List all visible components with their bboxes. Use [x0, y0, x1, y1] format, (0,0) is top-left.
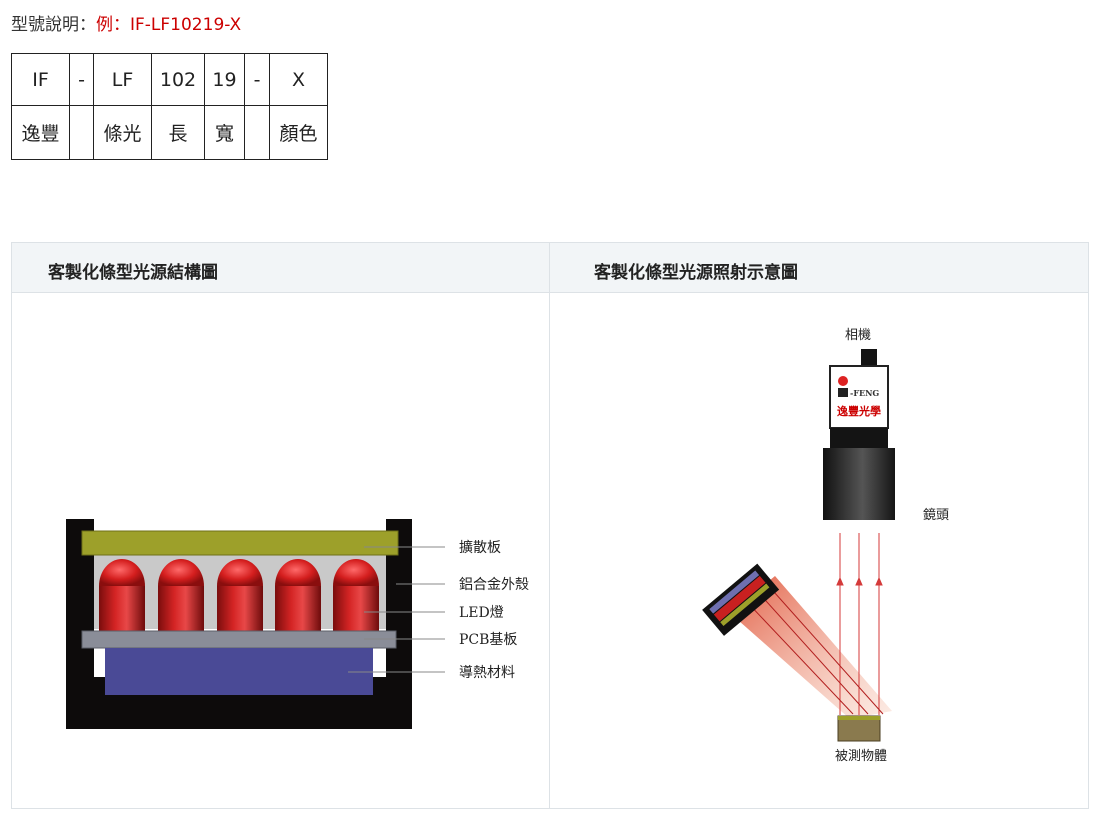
meaning-cell — [244, 105, 270, 160]
brand-logo-icon — [838, 376, 848, 386]
pcb-label: PCB基板 — [459, 631, 517, 648]
meaning-cell: 逸豐 — [11, 105, 70, 160]
thermal-material — [105, 648, 373, 695]
structure-diagram: 擴散板 鋁合金外殼 LED燈 PCB基板 導熱材料 — [66, 519, 529, 729]
test-object — [837, 715, 881, 742]
model-example: 例：IF-LF10219-X — [96, 15, 242, 35]
model-description: 型號說明：例：IF-LF10219-X — [11, 10, 241, 35]
code-cell: X — [269, 53, 328, 106]
led — [275, 559, 321, 631]
led — [217, 559, 263, 631]
diffuser-label: 擴散板 — [459, 539, 501, 556]
diffuser-plate — [81, 530, 399, 556]
led-label: LED燈 — [459, 605, 504, 621]
lens — [823, 448, 895, 520]
housing-label: 鋁合金外殼 — [459, 577, 529, 593]
code-row: IF - LF 102 19 - X — [11, 53, 328, 106]
diagram-panel: 客製化條型光源結構圖 客製化條型光源照射示意圖 — [11, 242, 1089, 809]
meaning-cell: 顏色 — [269, 105, 328, 160]
led — [99, 559, 145, 631]
code-cell: LF — [93, 53, 152, 106]
light-bar — [702, 563, 780, 636]
object-label: 被測物體 — [835, 749, 887, 764]
meaning-cell: 條光 — [93, 105, 152, 160]
code-cell: 19 — [204, 53, 245, 106]
meaning-cell: 寬 — [204, 105, 245, 160]
structure-title: 客製化條型光源結構圖 — [48, 263, 218, 283]
leader-lines — [348, 546, 445, 673]
reflected-rays — [836, 533, 883, 715]
meaning-row: 逸豐 條光 長 寬 顏色 — [11, 105, 328, 160]
brand-text: 逸豐光學 — [837, 404, 881, 418]
led — [158, 559, 204, 631]
lens-label: 鏡頭 — [923, 508, 949, 523]
light-beam — [730, 576, 892, 719]
code-cell: - — [244, 53, 270, 106]
logo-text: -FENG — [850, 388, 879, 398]
thermal-label: 導熱材料 — [459, 665, 515, 681]
code-cell: - — [69, 53, 94, 106]
meaning-cell — [69, 105, 94, 160]
model-label: 型號說明： — [11, 15, 96, 35]
pcb-board — [81, 630, 397, 649]
code-cell: 102 — [151, 53, 205, 106]
model-code-table: IF - LF 102 19 - X 逸豐 條光 長 寬 顏色 — [11, 53, 328, 160]
led — [333, 559, 379, 631]
panel-divider — [549, 243, 550, 808]
illumination-title: 客製化條型光源照射示意圖 — [594, 263, 798, 283]
camera-base — [830, 428, 888, 448]
led-array — [99, 559, 379, 631]
meaning-cell: 長 — [151, 105, 205, 160]
illumination-diagram: 相機 -FENG 逸豐光學 鏡頭 — [702, 328, 949, 764]
panel-header: 客製化條型光源結構圖 客製化條型光源照射示意圖 — [12, 243, 1088, 293]
incident-rays — [745, 582, 884, 715]
camera-mount — [861, 349, 877, 367]
camera-label: 相機 — [845, 328, 871, 343]
code-cell: IF — [11, 53, 70, 106]
